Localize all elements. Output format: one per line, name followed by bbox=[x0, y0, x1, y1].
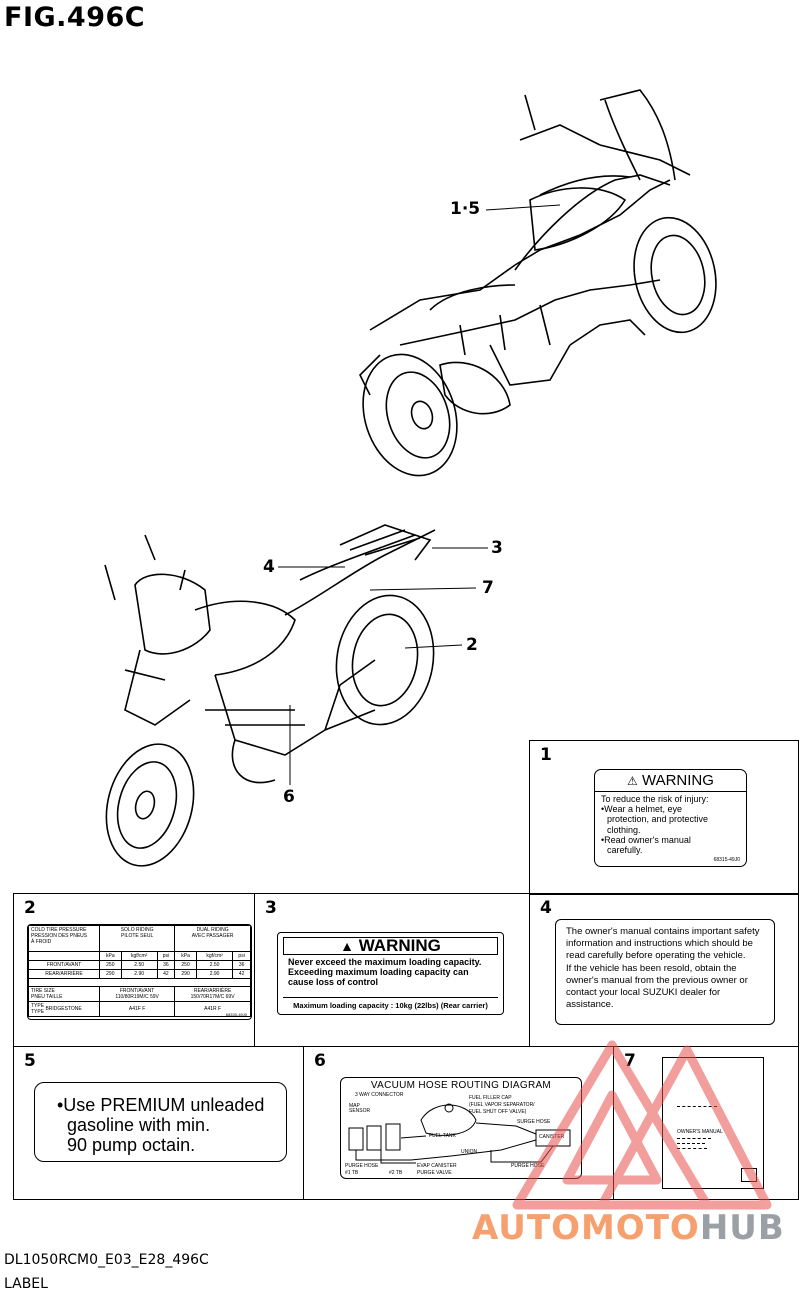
warning-body: To reduce the risk of injury: •Wear a he… bbox=[601, 794, 709, 856]
cell-number: 2 bbox=[24, 898, 36, 918]
label-cell-4: 4 The owner's manual contains important … bbox=[529, 893, 799, 1047]
vacuum-hose-title: VACUUM HOSE ROUTING DIAGRAM bbox=[370, 1080, 552, 1091]
cell-number: 5 bbox=[24, 1051, 36, 1071]
label-code: 68315-49J0 bbox=[713, 857, 740, 863]
fuel-label-text: •Use PREMIUM unleaded gasoline with min.… bbox=[57, 1095, 265, 1155]
watermark-triangle-icon bbox=[512, 1040, 772, 1210]
capacity-text: Maximum loading capacity : 10kg (22lbs) … bbox=[283, 997, 498, 1010]
label-cell-2: 2 COLD TIRE PRESSURE PRESSION DES PNEUS … bbox=[13, 893, 255, 1047]
figure-code: DL1050RCM0_E03_E28_496C bbox=[4, 1252, 209, 1268]
warning-label-1: ⚠ WARNING To reduce the risk of injury: … bbox=[594, 769, 747, 867]
loading-warning-label: ▲ WARNING Never exceed the maximum loadi… bbox=[277, 932, 504, 1015]
leader-7 bbox=[369, 587, 477, 591]
motorcycle-front-illustration bbox=[104, 524, 436, 867]
warning-triangle-icon: ⚠ bbox=[627, 774, 638, 788]
figure-category: LABEL bbox=[4, 1276, 48, 1292]
watermark-text: AUTOMOTOHUB bbox=[472, 1208, 785, 1248]
label-cell-3: 3 ▲ WARNING Never exceed the maximum loa… bbox=[254, 893, 530, 1047]
table-row: FRONT/AVANT 250 2.50 36 250 2.50 36 bbox=[28, 960, 251, 970]
owners-manual-label: The owner's manual contains important sa… bbox=[555, 919, 775, 1025]
leader-1-5 bbox=[485, 204, 561, 211]
warning-heading: ▲ WARNING bbox=[283, 937, 498, 955]
callout-4: 4 bbox=[263, 557, 275, 577]
motorcycle-rear-illustration bbox=[359, 89, 717, 477]
cell-number: 1 bbox=[540, 745, 552, 765]
cell-number: 3 bbox=[265, 898, 277, 918]
tire-pressure-table: COLD TIRE PRESSURE PRESSION DES PNEUS À … bbox=[28, 925, 251, 1017]
warning-body: Never exceed the maximum loading capacit… bbox=[288, 957, 482, 987]
cell-number: 7 bbox=[624, 1051, 636, 1071]
watermark-logo: AUTOMOTOHUB bbox=[472, 1040, 794, 1250]
callout-1-5: 1·5 bbox=[450, 199, 481, 219]
warning-heading: ⚠ WARNING bbox=[595, 772, 746, 792]
warning-triangle-icon: ▲ bbox=[340, 938, 354, 954]
table-row: REAR/ARRIÈRE 290 2.90 42 290 2.90 42 bbox=[28, 969, 251, 979]
fuel-label: •Use PREMIUM unleaded gasoline with min.… bbox=[34, 1082, 287, 1162]
label-cell-5: 5 •Use PREMIUM unleaded gasoline with mi… bbox=[13, 1046, 304, 1200]
manual-title: OWNER'S MANUAL bbox=[677, 1129, 723, 1135]
label-code: 68330-49J0 bbox=[225, 1012, 247, 1017]
callout-2: 2 bbox=[466, 635, 478, 655]
tire-pressure-label: COLD TIRE PRESSURE PRESSION DES PNEUS À … bbox=[27, 924, 252, 1020]
callout-3: 3 bbox=[491, 538, 503, 558]
label-body: The owner's manual contains important sa… bbox=[566, 926, 760, 1011]
figure-title: FIG.496C bbox=[4, 2, 146, 33]
cell-number: 6 bbox=[314, 1051, 326, 1071]
label-cell-1: 1 ⚠ WARNING To reduce the risk of injury… bbox=[529, 740, 799, 895]
leader-2 bbox=[404, 644, 463, 649]
cell-number: 4 bbox=[540, 898, 552, 918]
leader-lines bbox=[278, 204, 561, 785]
callout-6: 6 bbox=[283, 787, 295, 807]
callout-7: 7 bbox=[482, 578, 494, 598]
vacuum-hose-diagram bbox=[348, 1103, 571, 1164]
